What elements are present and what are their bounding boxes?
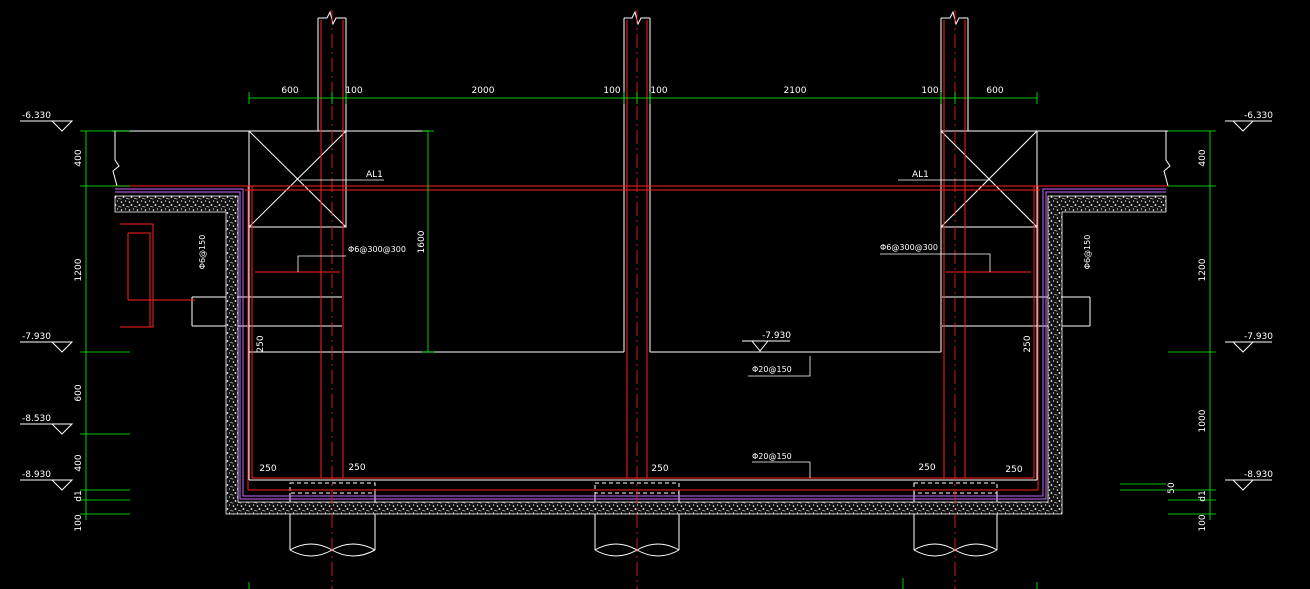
dimension-text: 600 100 2000 100 100 2100 100 600: [281, 86, 1003, 96]
annotation-text: AL1 AL1 Φ6@300@300 Φ6@300@300 Φ6@150 Φ6@…: [198, 170, 1092, 475]
dim-top-100-c: 100: [650, 86, 667, 96]
height-1600: 1600: [417, 230, 427, 253]
dim-top-600-left: 600: [281, 86, 298, 96]
level-markers: [20, 120, 1272, 491]
dim-top-600-right: 600: [986, 86, 1003, 96]
slab-bar-label-1: Φ20@150: [752, 365, 792, 374]
wall-250-left: 250: [256, 335, 266, 352]
level-mid-right: -7.930: [1244, 332, 1273, 342]
left-dim-600: 600: [74, 384, 84, 401]
hatched-concrete: [114, 195, 1167, 515]
wall-250-right: 250: [1023, 335, 1033, 352]
level-l1-left: -8.530: [22, 414, 51, 424]
right-dim-d1: d1: [1198, 490, 1208, 501]
right-dim-50: 50: [1167, 482, 1177, 494]
level-l2-right: -8.930: [1244, 470, 1273, 480]
left-vertical-dims: 400 1200 600 400 d1 100: [74, 149, 84, 531]
left-dim-d1: d1: [74, 490, 84, 501]
bottom-250-2: 250: [348, 463, 365, 473]
level-mid-left: -7.930: [22, 332, 51, 342]
level-l2-left: -8.930: [22, 470, 51, 480]
left-dim-100: 100: [74, 514, 84, 531]
pile-caps: [289, 482, 998, 494]
wall-bar-left: Φ6@150: [198, 235, 207, 270]
left-dim-400: 400: [74, 149, 84, 166]
dim-top-100-d: 100: [921, 86, 938, 96]
dim-top-2000: 2000: [472, 86, 495, 96]
dim-top-100-b: 100: [603, 86, 620, 96]
level-top-right: -6.330: [1244, 111, 1273, 121]
dim-top-2100: 2100: [784, 86, 807, 96]
left-dim-400b: 400: [74, 454, 84, 471]
rebar-lines: [112, 20, 1168, 491]
beam-label-left: AL1: [366, 170, 383, 180]
right-vertical-dims: 400 1200 1000 50 d1 100: [1167, 149, 1208, 531]
beam-label-right: AL1: [912, 170, 929, 180]
left-dim-1200: 1200: [74, 258, 84, 281]
stirrup-label-right: Φ6@300@300: [880, 243, 938, 252]
leader-lines: [297, 179, 991, 478]
right-dim-100: 100: [1198, 514, 1208, 531]
dimension-lines: [80, 92, 1216, 589]
wall-bar-right: Φ6@150: [1083, 235, 1092, 270]
right-dim-1000: 1000: [1198, 409, 1208, 432]
level-inner: -7.930: [762, 331, 791, 341]
stirrup-label-left: Φ6@300@300: [348, 245, 406, 254]
dim-top-100-a: 100: [345, 86, 362, 96]
right-dim-1200: 1200: [1198, 258, 1208, 281]
slab-bar-label-2: Φ20@150: [752, 452, 792, 461]
center-lines: [331, 10, 956, 589]
level-text: -6.330 -6.330 -7.930 -7.930 -8.530 -8.93…: [22, 111, 1273, 480]
right-dim-400: 400: [1198, 149, 1208, 166]
bottom-250-3: 250: [651, 464, 668, 474]
bottom-250-4: 250: [918, 463, 935, 473]
waterproof-membrane: [115, 188, 1166, 500]
level-top-left: -6.330: [22, 111, 51, 121]
bottom-250-1: 250: [259, 464, 276, 474]
bottom-250-5: 250: [1005, 465, 1022, 475]
